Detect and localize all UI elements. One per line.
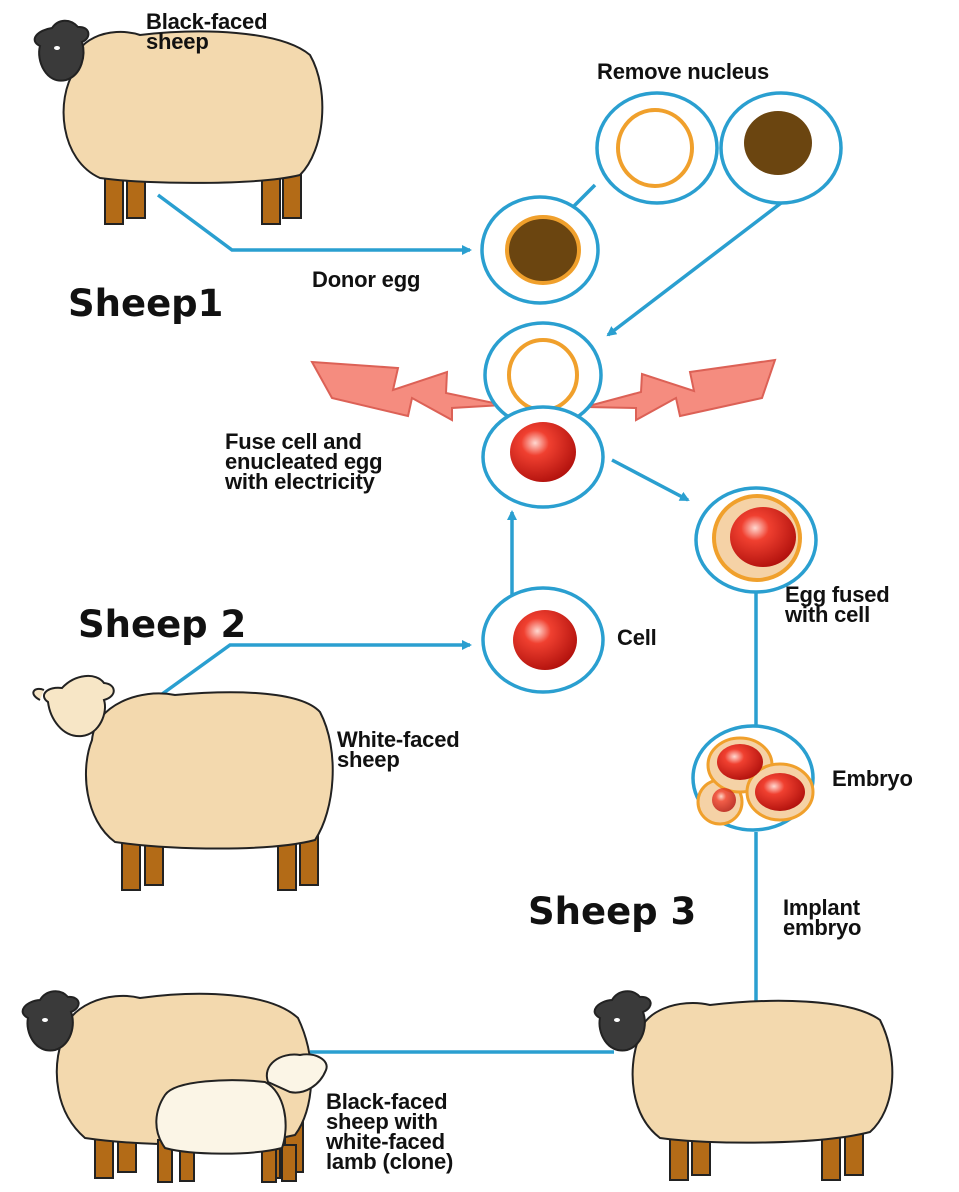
body-cell — [483, 588, 603, 692]
label-implant-embryo: Implant embryo — [783, 898, 861, 938]
arrow-nucleus-to-enucleated-egg — [608, 200, 785, 335]
sheep2-illustration — [33, 676, 332, 890]
empty-membrane — [618, 110, 692, 186]
red-nucleus — [510, 422, 576, 482]
label-embryo: Embryo — [832, 769, 913, 789]
label-remove-nucleus: Remove nucleus — [597, 62, 769, 82]
egg-fused-cell — [696, 488, 816, 592]
label-result: Black-faced sheep with white-faced lamb … — [326, 1092, 453, 1172]
label-cell: Cell — [617, 628, 657, 648]
embryo-cell — [693, 726, 813, 830]
label-fuse-cell: Fuse cell and enucleated egg with electr… — [225, 432, 382, 492]
label-donor-egg: Donor egg — [312, 270, 420, 290]
arrow-sheep2-to-cell — [158, 645, 470, 697]
label-white-faced-sheep: White-faced sheep — [337, 730, 459, 770]
label-black-faced-sheep: Black-faced sheep — [146, 12, 267, 52]
remove-nucleus-cells — [597, 93, 841, 203]
right-bolt-icon — [585, 360, 775, 420]
label-sheep3: Sheep 3 — [528, 892, 696, 932]
fusion-cells — [483, 323, 603, 507]
label-sheep1: Sheep1 — [68, 284, 223, 324]
label-egg-fused: Egg fused with cell — [785, 585, 890, 625]
arrow-sheep1-to-donor-egg — [158, 195, 470, 250]
left-bolt-icon — [312, 362, 503, 420]
sheep3-illustration — [595, 991, 893, 1180]
donor-egg-cell — [482, 197, 598, 303]
removed-nucleus — [744, 111, 812, 175]
donor-egg-nucleus — [507, 217, 579, 283]
arrow-fusion-to-egg-fused — [612, 460, 688, 500]
label-sheep2: Sheep 2 — [78, 605, 246, 645]
